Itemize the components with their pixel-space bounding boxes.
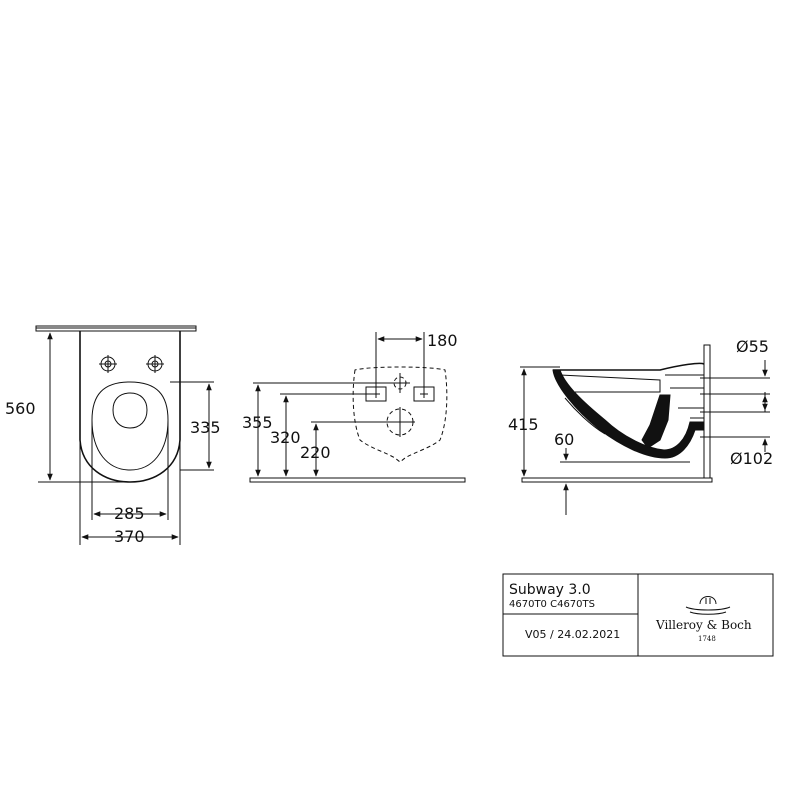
front-view: 560 335 285 370 [5,325,221,546]
title-block: Subway 3.0 4670T0 C4670TS V05 / 24.02.20… [502,573,774,657]
villeroy-boch-logo-icon [685,596,731,615]
side-floor-plate [521,477,713,483]
side-inlet-pipe [665,374,705,389]
rear-dashed-outline [352,366,448,463]
brand-name: Villeroy & Boch [655,618,752,632]
product-name: Subway 3.0 [509,582,591,598]
dim-height-355: 355 [242,413,273,432]
side-bowl-body [552,369,705,459]
dim-total-width: 370 [114,527,145,546]
dim-diameter-55: Ø55 [736,337,769,356]
side-view: 415 Ø55 Ø102 60 [508,337,773,515]
dim-height-total: 560 [5,399,36,418]
side-outlet-pipe [678,407,705,419]
side-inner-line [564,397,606,435]
dim-height-320: 320 [270,428,301,447]
dim-seat-width: 285 [114,504,145,523]
front-seat-outline [91,381,169,471]
fixing-bolt-left-icon [99,355,117,373]
rear-floor-plate [249,477,466,483]
dim-outlet-height: 60 [554,430,574,449]
dim-hole-spacing: 180 [427,331,458,350]
dim-projection: 415 [508,415,539,434]
front-seat-inner [112,392,148,429]
side-bowl-top [553,362,705,371]
dim-height-220: 220 [300,443,331,462]
side-trap [641,394,671,449]
article-numbers: 4670T0 C4670TS [509,599,595,610]
side-rim [559,374,661,393]
dim-seat-height: 335 [190,418,221,437]
brand-year: 1748 [698,635,716,643]
rear-view: 180 355 320 220 [242,331,466,483]
front-bowl-outline [79,331,181,483]
dim-diameter-102: Ø102 [730,449,773,468]
fixing-bolt-right-icon [146,355,164,373]
version-date: V05 / 24.02.2021 [525,628,620,641]
